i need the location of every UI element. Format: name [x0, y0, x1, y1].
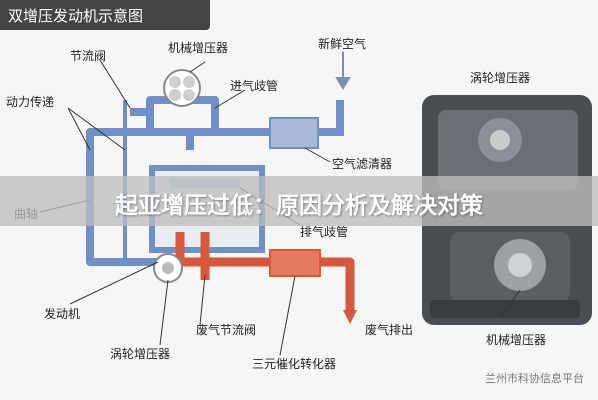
fresh-air-arrows: [335, 52, 351, 90]
label-fresh-air: 新鲜空气: [318, 36, 366, 51]
banner-overlay: [0, 176, 598, 226]
label-catalytic-converter: 三元催化转化器: [252, 356, 336, 371]
page-title: 双增压发动机示意图: [8, 7, 144, 25]
label-mech-supercharger: 机械增压器: [168, 40, 228, 55]
catalytic-converter-box: [269, 249, 321, 277]
label-air-filter: 空气滤清器: [332, 156, 392, 171]
label-exhaust-out: 废气排出: [365, 322, 413, 337]
label-mech-supercharger-photo: 机械增压器: [486, 332, 546, 347]
label-engine: 发动机: [44, 306, 80, 321]
label-intake-manifold: 进气歧管: [230, 78, 278, 93]
title-bar: [0, 0, 210, 30]
exhaust-out-arrow: [343, 310, 357, 324]
supercharger-icon: [163, 69, 201, 107]
watermark: 兰州市科协信息平台: [485, 372, 584, 385]
banner-headline: 起亚增压过低：原因分析及解决对策: [115, 193, 483, 219]
label-power-transfer: 动力传递: [6, 94, 54, 109]
turbocharger-icon: [153, 253, 183, 283]
label-turbocharger-photo: 涡轮增压器: [470, 71, 530, 85]
label-exhaust-manifold: 排气歧管: [300, 224, 348, 239]
air-filter-box: [269, 117, 319, 149]
label-waste-gate: 废气节流阀: [196, 322, 256, 337]
label-turbocharger: 涡轮增压器: [110, 347, 170, 361]
label-throttle: 节流阀: [70, 49, 106, 63]
